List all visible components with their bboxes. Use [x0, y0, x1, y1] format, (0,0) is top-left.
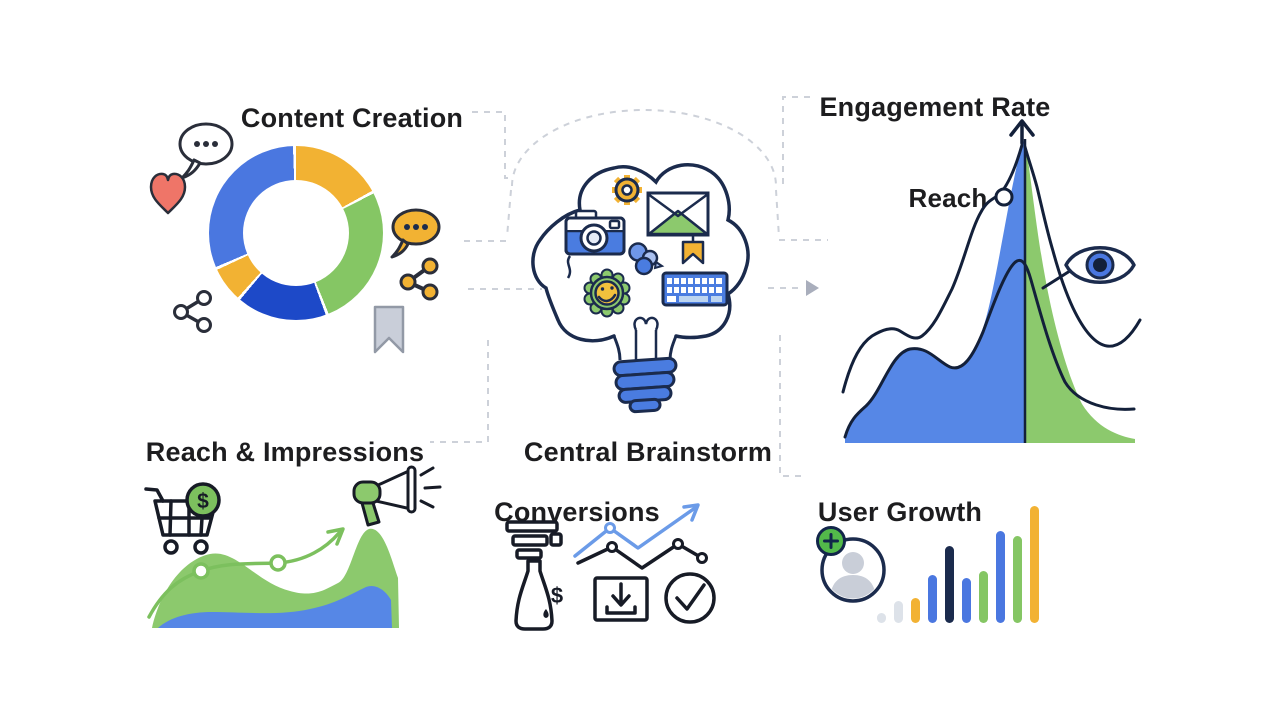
reach-label: Reach — [908, 182, 988, 213]
growth-bar — [945, 546, 954, 623]
smiley-badge-icon — [583, 268, 631, 318]
share-alt-icon — [399, 257, 439, 301]
peak-area-green — [1025, 139, 1135, 443]
svg-text:$: $ — [197, 490, 209, 513]
reach-impressions-chart: $ — [144, 465, 442, 628]
avatar-body — [830, 575, 876, 599]
svg-text:$: $ — [551, 583, 563, 608]
megaphone-icon — [352, 465, 442, 527]
keyboard-icon — [661, 271, 729, 307]
plus-badge-icon — [816, 526, 846, 556]
heart-icon — [149, 172, 187, 215]
growth-bar — [877, 613, 886, 623]
flow-arrowhead-icon — [806, 280, 819, 296]
growth-bar — [996, 531, 1005, 623]
growth-bar — [1030, 506, 1039, 623]
growth-bar — [1013, 536, 1022, 623]
user-growth-title: User Growth — [817, 497, 983, 528]
envelope-icon — [646, 191, 710, 237]
line-chart-icon — [573, 503, 708, 570]
eye-icon — [1064, 246, 1136, 284]
reach-impressions-title: Reach & Impressions — [145, 437, 425, 468]
marker-dot-icon — [994, 187, 1014, 207]
connector-top-right — [782, 96, 812, 184]
connector-left-chart — [464, 189, 512, 242]
check-circle-icon — [664, 572, 716, 624]
engagement-peak-chart — [841, 119, 1142, 443]
tick-mark — [1041, 267, 1075, 290]
connector-right-chart — [775, 189, 828, 241]
chat-bubble-icon — [390, 208, 441, 259]
up-arrow-icon — [1009, 119, 1035, 145]
trend-marker-2 — [269, 554, 287, 572]
share-icon — [173, 290, 212, 333]
speech-bubble-icon — [178, 122, 234, 180]
add-user-icon — [816, 526, 886, 603]
inner-curve — [843, 258, 1136, 439]
growth-bar — [911, 598, 920, 623]
gear-icon — [612, 175, 642, 205]
content-creation-icons — [149, 122, 441, 354]
bookmark-tag-icon — [681, 235, 705, 265]
engagement-rate-title: Engagement Rate — [819, 92, 1051, 123]
area-blue — [158, 585, 392, 628]
user-growth-bars — [877, 503, 1047, 623]
growth-bar — [962, 578, 971, 623]
growth-bar — [894, 601, 903, 623]
dashed-dome — [511, 109, 777, 187]
shopping-cart-icon — [144, 487, 218, 555]
growth-bar — [928, 575, 937, 623]
lightbulb-base-icon — [612, 316, 678, 414]
camera-icon — [564, 209, 626, 279]
trend-arrow-icon — [147, 527, 345, 619]
growth-bar — [979, 571, 988, 623]
avatar-head — [842, 552, 864, 574]
bookmark-icon — [373, 305, 405, 354]
balloons-icon — [628, 242, 665, 276]
connector-bottom-left — [430, 340, 489, 443]
central-brainstorm-cloud — [531, 163, 750, 414]
trend-marker-1 — [192, 562, 210, 580]
dollar-coin-icon: $ — [185, 482, 221, 518]
connector-top-left — [472, 111, 512, 179]
central-brainstorm-title: Central Brainstorm — [523, 437, 773, 468]
peak-area-blue — [845, 139, 1025, 443]
download-icon — [593, 576, 649, 622]
connector-bottom-right — [779, 335, 806, 477]
donut-hole — [243, 180, 349, 286]
wire-squiggle — [566, 255, 572, 279]
funnel-icon: $ — [505, 520, 563, 631]
content-creation-title: Content Creation — [240, 103, 464, 134]
conversions-icons: $ — [505, 503, 716, 631]
